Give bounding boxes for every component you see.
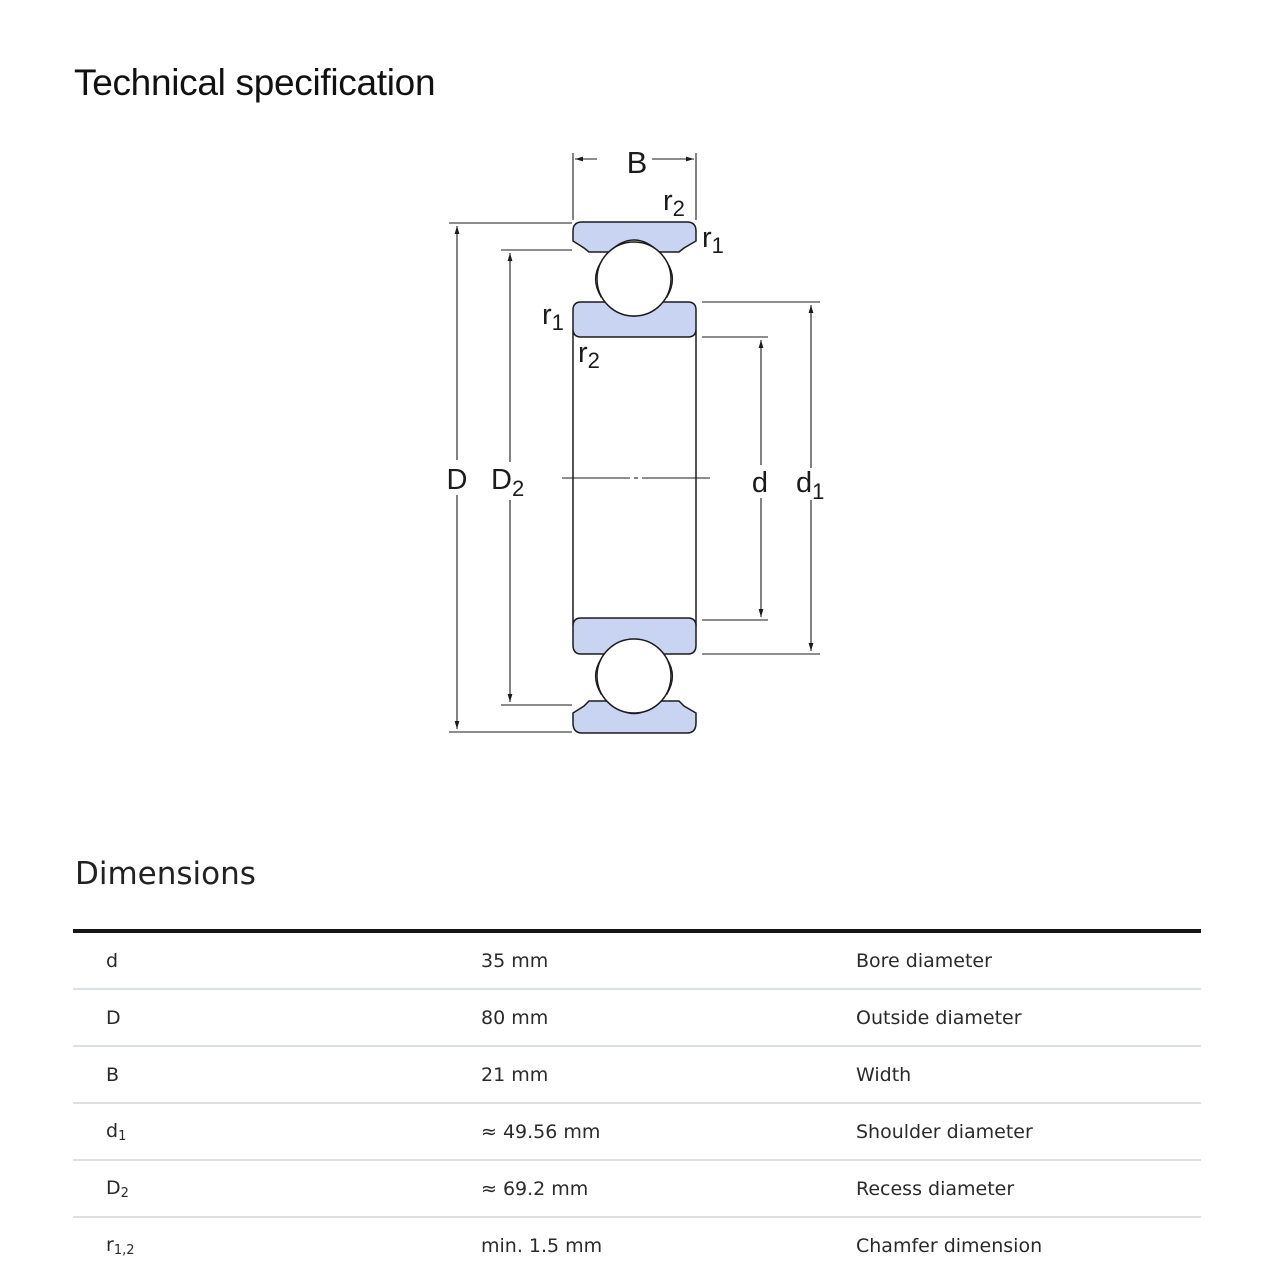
dimension-value: 80 mm [481, 989, 856, 1047]
ball-top [596, 241, 672, 317]
table-row: d 35 mm Bore diameter [73, 931, 1201, 990]
dimension-symbol: D2 [73, 1160, 481, 1218]
label-r2-top: r2 [663, 185, 685, 221]
dimension-symbol: D [73, 989, 481, 1047]
label-r2-inner: r2 [578, 337, 600, 373]
dimensions-table: d 35 mm Bore diameter D 80 mm Outside di… [73, 929, 1201, 1273]
lower-section [572, 617, 697, 734]
dimension-description: Recess diameter [856, 1160, 1201, 1218]
label-D: D [447, 464, 468, 496]
label-d1: d1 [796, 467, 824, 504]
dimension-description: Outside diameter [856, 989, 1201, 1047]
table-row: D2 ≈ 69.2 mm Recess diameter [73, 1160, 1201, 1218]
bearing-drawing: B r2 r1 r1 r2 D D2 d d1 [447, 145, 824, 734]
label-B: B [627, 145, 648, 180]
label-D2: D2 [491, 464, 524, 501]
extension-lines [449, 153, 820, 733]
label-r1-top: r1 [702, 222, 724, 258]
inner-ring-top [572, 301, 697, 338]
table-row: B 21 mm Width [73, 1046, 1201, 1104]
dimension-symbol: d1 [73, 1103, 481, 1161]
label-r1-inner: r1 [542, 299, 564, 335]
dimension-description: Width [856, 1046, 1201, 1104]
dimension-lines [454, 156, 814, 729]
table-row: D 80 mm Outside diameter [73, 989, 1201, 1047]
dimension-description: Chamfer dimension [856, 1234, 1043, 1257]
dimension-symbol: r1,2 [106, 1233, 135, 1258]
dimension-description: Shoulder diameter [856, 1103, 1201, 1161]
table-row: d1 ≈ 49.56 mm Shoulder diameter [73, 1103, 1201, 1161]
dimension-symbol: d [73, 931, 481, 990]
dimension-value: min. 1.5 mm [481, 1234, 603, 1257]
dimension-value: 21 mm [481, 1046, 856, 1104]
dimensions-title: Dimensions [75, 856, 256, 892]
inner-ring-bottom [572, 617, 697, 655]
dimension-value: ≈ 69.2 mm [481, 1160, 856, 1218]
dimension-description: Bore diameter [856, 931, 1201, 990]
upper-section [572, 221, 697, 338]
label-d: d [752, 467, 768, 499]
dimension-symbol: B [73, 1046, 481, 1104]
page-title: Technical specification [74, 62, 436, 103]
ball-bottom [596, 638, 672, 714]
dimension-value: 35 mm [481, 931, 856, 990]
table-row: r1,2 min. 1.5 mm Chamfer dimension [73, 1217, 1201, 1273]
dimension-value: ≈ 49.56 mm [481, 1103, 856, 1161]
